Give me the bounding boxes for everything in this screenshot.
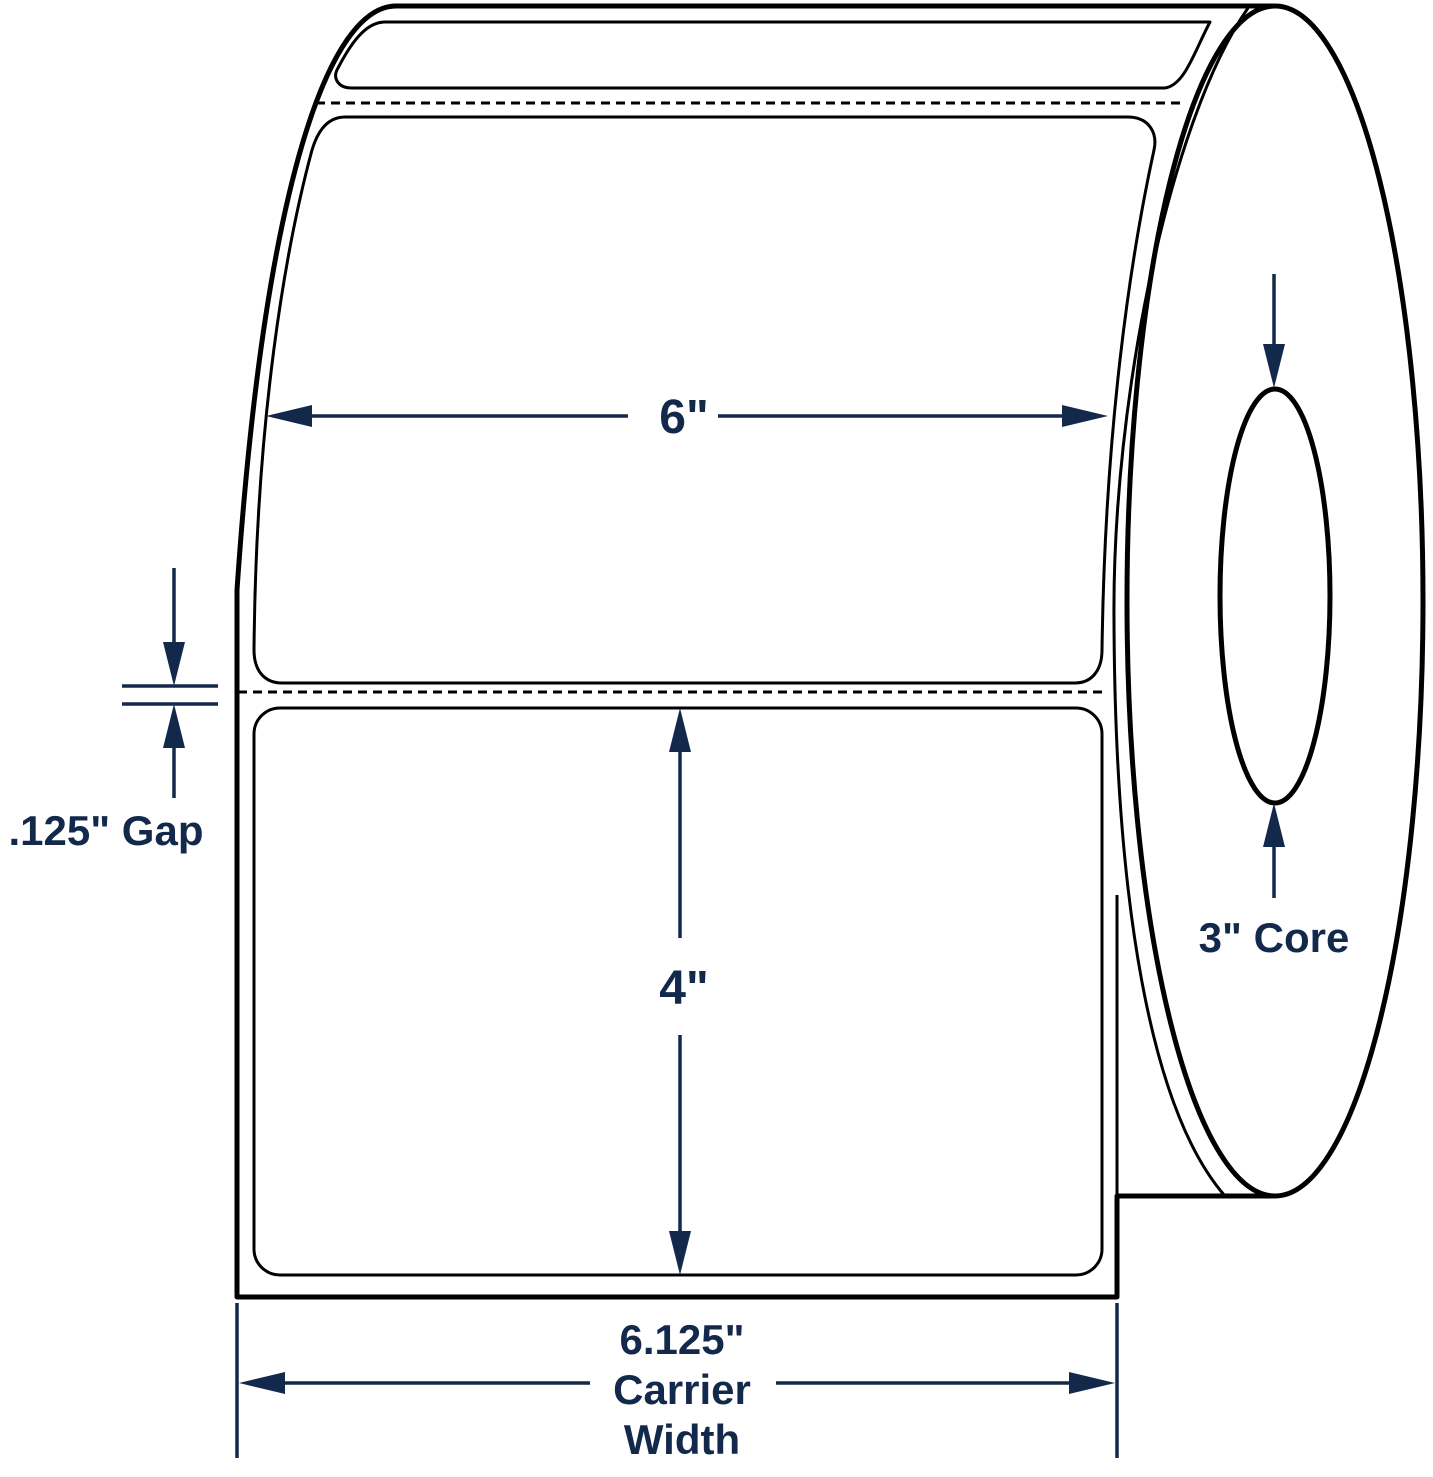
label-2 bbox=[252, 706, 1104, 1277]
carrier-width-text-line2: Carrier bbox=[613, 1366, 751, 1413]
roll-side-inner-edge bbox=[1112, 7, 1250, 1197]
label-1 bbox=[252, 115, 1157, 685]
core-text: 3" Core bbox=[1199, 914, 1350, 961]
dimension-label-height bbox=[669, 708, 691, 1275]
label-width-text: 6" bbox=[659, 391, 708, 444]
core-hole bbox=[1217, 386, 1333, 806]
dimension-core bbox=[1263, 274, 1285, 898]
carrier-width-text-line1: 6.125" bbox=[619, 1316, 744, 1363]
dimension-label-width bbox=[266, 405, 1108, 427]
roll-side-face bbox=[1124, 3, 1426, 1199]
roll-body-outline bbox=[234, 3, 1275, 1300]
dimension-carrier-width bbox=[235, 1303, 1119, 1458]
label-height-text: 4" bbox=[659, 962, 708, 1015]
dimension-gap bbox=[122, 568, 218, 798]
gap-text: .125" Gap bbox=[8, 807, 203, 854]
carrier-width-text-line3: Width bbox=[624, 1416, 740, 1463]
label-top-partial bbox=[334, 20, 1212, 90]
